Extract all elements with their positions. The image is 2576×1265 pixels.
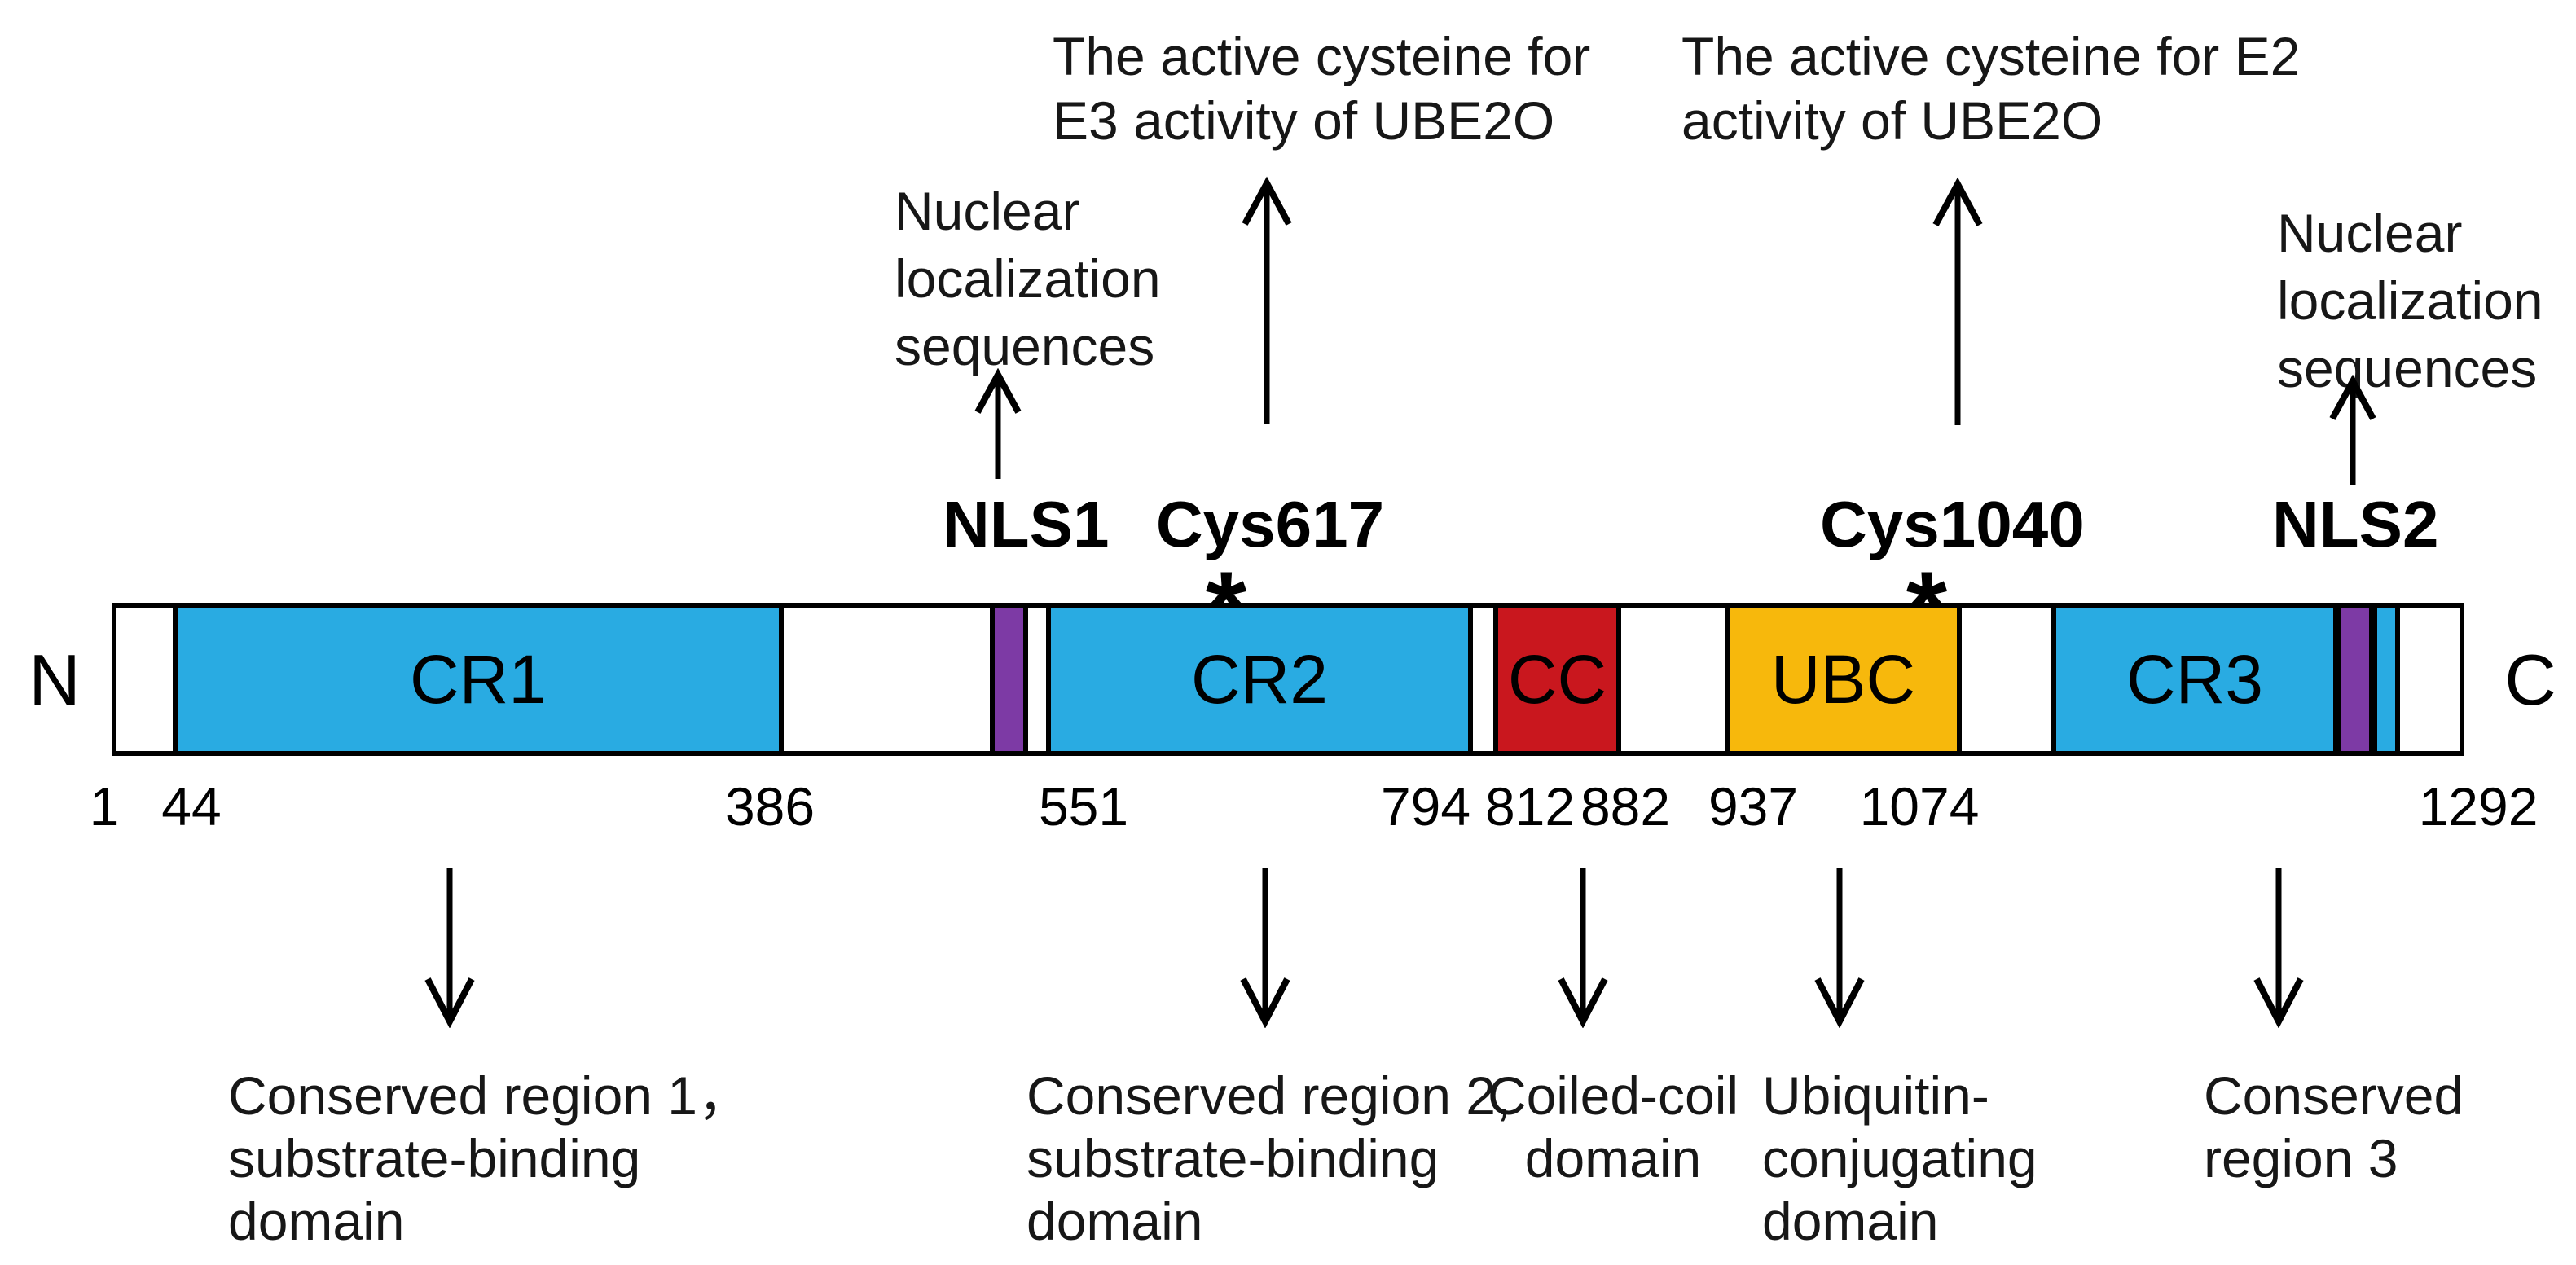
residue-1: 1 bbox=[89, 776, 120, 837]
ubc-description-line2: conjugating bbox=[1762, 1128, 2038, 1188]
residue-1074: 1074 bbox=[1859, 776, 1980, 837]
nls1-annotation: Nuclear localization sequences bbox=[895, 178, 1161, 380]
residue-44: 44 bbox=[161, 776, 222, 837]
residue-882: 882 bbox=[1580, 776, 1671, 837]
cr3-arrow-down-icon bbox=[2253, 868, 2304, 1028]
residue-551: 551 bbox=[1038, 776, 1129, 837]
e3-annotation: The active cysteine for E3 activity of U… bbox=[1053, 24, 1590, 153]
cc-arrow-down-icon bbox=[1558, 868, 1608, 1028]
e2-annotation-line1: The active cysteine for E2 bbox=[1681, 26, 2301, 86]
e2-annotation: The active cysteine for E2 activity of U… bbox=[1681, 24, 2300, 153]
cr2-description: Conserved region 2, substrate-binding do… bbox=[1026, 1065, 1510, 1253]
nls2-annotation: Nuclear localization sequences bbox=[2277, 200, 2543, 402]
domain-cr1: CR1 bbox=[173, 603, 784, 756]
domain-ubc-label: UBC bbox=[1770, 641, 1916, 718]
domain-cr1-label: CR1 bbox=[409, 641, 547, 718]
cr2-description-line1: Conserved region 2, bbox=[1026, 1065, 1511, 1126]
ubc-description-line1: Ubiquitin- bbox=[1762, 1065, 1989, 1126]
e3-annotation-line2: E3 activity of UBE2O bbox=[1053, 90, 1555, 151]
domain-cr2: CR2 bbox=[1046, 603, 1473, 756]
cc-description-line1: Coiled-coil bbox=[1487, 1065, 1739, 1126]
cys617-label: Cys617 bbox=[1155, 488, 1385, 560]
nls2-arrow-up-icon bbox=[2329, 375, 2376, 485]
e3-annotation-line1: The active cysteine for bbox=[1053, 26, 1591, 86]
residue-1292: 1292 bbox=[2418, 776, 2539, 837]
nls1-arrow-up-icon bbox=[974, 368, 1022, 479]
ubc-description: Ubiquitin- conjugating domain bbox=[1762, 1065, 2038, 1253]
cr3-description-line1: Conserved bbox=[2204, 1065, 2464, 1126]
ubc-description-line3: domain bbox=[1762, 1191, 1939, 1251]
domain-cc-label: CC bbox=[1507, 641, 1607, 718]
cr1-description-line2: substrate-binding bbox=[228, 1128, 641, 1188]
domain-cr3: CR3 bbox=[2051, 603, 2338, 756]
domain-ubc: UBC bbox=[1725, 603, 1962, 756]
nls2-annotation-line1: Nuclear bbox=[2277, 203, 2463, 263]
cr2-description-line3: domain bbox=[1026, 1191, 1203, 1251]
cr1-description-line3: domain bbox=[228, 1191, 405, 1251]
protein-backbone-bar: CR1 CR2 CC UBC CR3 bbox=[112, 603, 2464, 756]
nls1-annotation-line2: localization bbox=[895, 248, 1161, 309]
cr1-arrow-down-icon bbox=[424, 868, 475, 1028]
c-terminal-cyan-band bbox=[2372, 603, 2400, 756]
residue-386: 386 bbox=[724, 776, 815, 837]
cys1040-arrow-up-icon bbox=[1932, 177, 1983, 425]
ubc-arrow-down-icon bbox=[1814, 868, 1865, 1028]
residue-937: 937 bbox=[1708, 776, 1799, 837]
nls1-annotation-line3: sequences bbox=[895, 316, 1155, 376]
cys1040-label: Cys1040 bbox=[1820, 488, 2085, 560]
cr3-description: Conserved region 3 bbox=[2204, 1065, 2464, 1190]
c-terminus-label: C bbox=[2504, 639, 2556, 720]
nls1-annotation-line1: Nuclear bbox=[895, 181, 1080, 241]
nls2-annotation-line3: sequences bbox=[2277, 338, 2538, 398]
domain-cc: CC bbox=[1493, 603, 1621, 756]
domain-cr2-label: CR2 bbox=[1190, 641, 1329, 718]
cc-description-line2: domain bbox=[1524, 1128, 1702, 1188]
domain-cr3-label: CR3 bbox=[2125, 641, 2264, 718]
cr1-description-line1: Conserved region 1， bbox=[228, 1065, 752, 1126]
nls1-label: NLS1 bbox=[943, 488, 1110, 560]
residue-812: 812 bbox=[1484, 776, 1576, 837]
nls2-annotation-line2: localization bbox=[2277, 270, 2543, 331]
cr3-description-line2: region 3 bbox=[2204, 1128, 2398, 1188]
cc-description: Coiled-coil domain bbox=[1479, 1065, 1747, 1190]
cr2-description-line2: substrate-binding bbox=[1026, 1128, 1440, 1188]
nls1-band bbox=[990, 603, 1028, 756]
cr1-description: Conserved region 1， substrate-binding do… bbox=[228, 1065, 751, 1253]
nls2-band bbox=[2336, 603, 2374, 756]
residue-794: 794 bbox=[1380, 776, 1471, 837]
cr2-arrow-down-icon bbox=[1240, 868, 1290, 1028]
cys617-arrow-up-icon bbox=[1242, 176, 1292, 424]
e2-annotation-line2: activity of UBE2O bbox=[1681, 90, 2103, 151]
nls2-label: NLS2 bbox=[2272, 488, 2439, 560]
n-terminus-label: N bbox=[29, 639, 81, 720]
